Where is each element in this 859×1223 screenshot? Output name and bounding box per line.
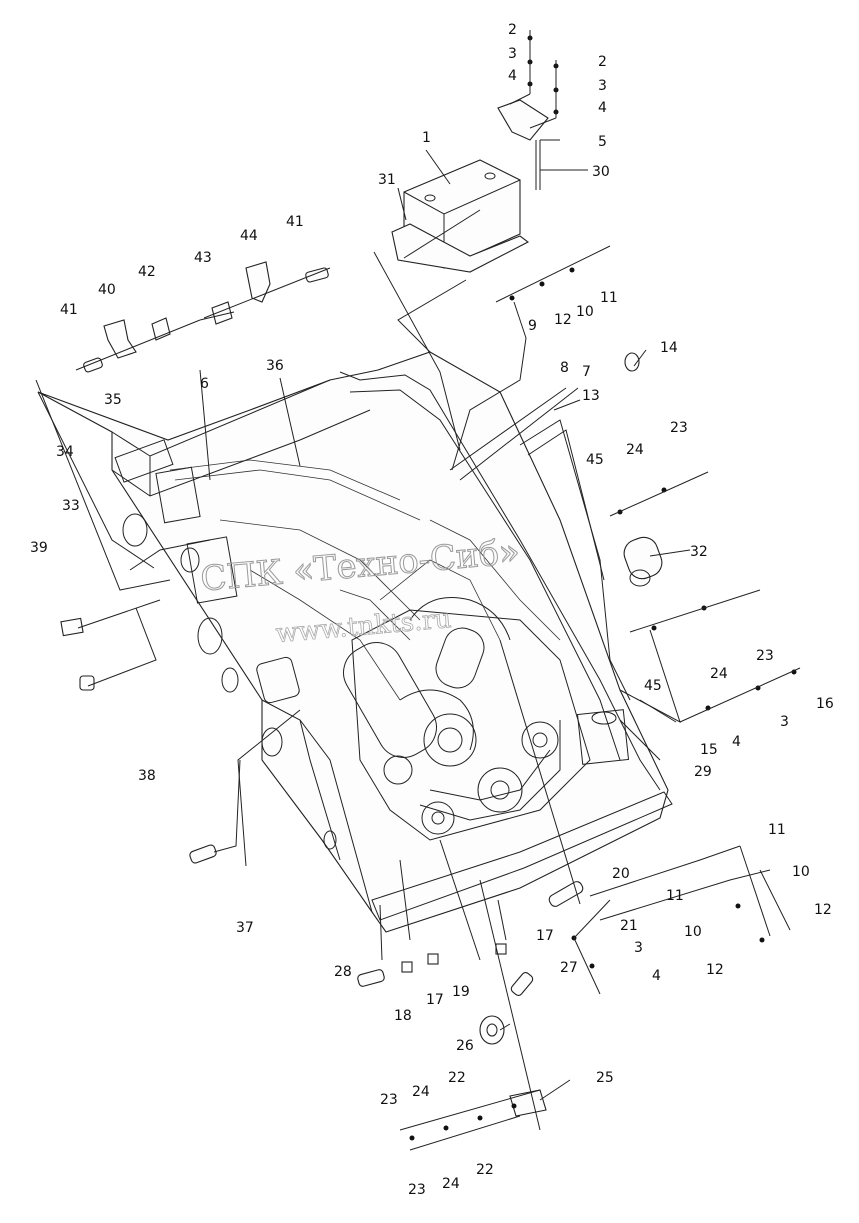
callout: 11: [768, 822, 786, 838]
callout: 35: [104, 392, 122, 408]
callout: 12: [706, 962, 724, 978]
battery-clamp: [497, 99, 549, 190]
callout: 14: [660, 340, 678, 356]
callout: 13: [582, 388, 600, 404]
callout: 2: [508, 22, 517, 38]
callout: 33: [62, 498, 80, 514]
horn-32: [623, 536, 663, 587]
callout: 42: [138, 264, 156, 280]
chassis-frame: [37, 351, 673, 933]
callout: 25: [596, 1070, 614, 1086]
callout: 30: [592, 164, 610, 180]
callout: 31: [378, 172, 396, 188]
callout: 45: [644, 678, 662, 694]
callout: 2: [598, 54, 607, 70]
callout: 36: [266, 358, 284, 374]
callout: 19: [452, 984, 470, 1000]
callout: 11: [600, 290, 618, 306]
clip-42: [151, 317, 171, 341]
callout: 9: [528, 318, 537, 334]
relay-39: [60, 617, 84, 637]
callout: 17: [536, 928, 554, 944]
callout-labels: 1 2 3 4 2 3 4 5 30 31 9 12 10 11 41 44 4…: [30, 22, 834, 1198]
callout: 20: [612, 866, 630, 882]
callout: 12: [814, 902, 832, 918]
callout: 24: [626, 442, 644, 458]
callout: 45: [586, 452, 604, 468]
nut-17a: [401, 961, 413, 973]
callout: 24: [710, 666, 728, 682]
callout: 23: [670, 420, 688, 436]
callout: 3: [634, 940, 643, 956]
callout: 44: [240, 228, 258, 244]
callout: 29: [694, 764, 712, 780]
callout: 34: [56, 444, 74, 460]
switch-26: [479, 1015, 505, 1045]
sensor-37: [189, 844, 217, 864]
callout: 8: [560, 360, 569, 376]
callout: 4: [652, 968, 661, 984]
leader-lines: [35, 30, 801, 1151]
callout: 10: [684, 924, 702, 940]
nut-17b: [495, 943, 507, 955]
callout: 38: [138, 768, 156, 784]
callout: 41: [286, 214, 304, 230]
callout: 32: [690, 544, 708, 560]
callout: 6: [200, 376, 209, 392]
callout: 3: [780, 714, 789, 730]
callout: 4: [732, 734, 741, 750]
callout: 26: [456, 1038, 474, 1054]
callout: 24: [412, 1084, 430, 1100]
engine: [339, 519, 591, 841]
callout: 10: [792, 864, 810, 880]
callout: 11: [666, 888, 684, 904]
nut-19: [427, 953, 439, 965]
callout: 37: [236, 920, 254, 936]
callout: 41: [60, 302, 78, 318]
sensor-27: [510, 972, 534, 996]
callout: 1: [422, 130, 431, 146]
callout: 10: [576, 304, 594, 320]
callout: 22: [476, 1162, 494, 1178]
bracket-43: [211, 301, 233, 325]
callout: 23: [408, 1182, 426, 1198]
handle-20: [548, 881, 584, 907]
cap-38: [79, 675, 95, 691]
callout: 3: [508, 46, 517, 62]
callout: 43: [194, 250, 212, 266]
callout: 21: [620, 918, 638, 934]
cap-14: [624, 352, 640, 372]
callout: 12: [554, 312, 572, 328]
callout: 27: [560, 960, 578, 976]
callout: 22: [448, 1070, 466, 1086]
callout: 5: [598, 134, 607, 150]
bracket-44: [245, 261, 271, 303]
callout: 4: [508, 68, 517, 84]
callout: 18: [394, 1008, 412, 1024]
callout: 16: [816, 696, 834, 712]
callout: 28: [334, 964, 352, 980]
pressure-switch: [83, 357, 103, 373]
callout: 15: [700, 742, 718, 758]
sensor-18: [357, 969, 385, 987]
callout: 4: [598, 100, 607, 116]
callout: 24: [442, 1176, 460, 1192]
callout: 39: [30, 540, 48, 556]
callout: 7: [582, 364, 591, 380]
callout: 23: [756, 648, 774, 664]
callout: 40: [98, 282, 116, 298]
callout: 23: [380, 1092, 398, 1108]
callout: 3: [598, 78, 607, 94]
battery-tray: [391, 223, 530, 273]
callout: 17: [426, 992, 444, 1008]
